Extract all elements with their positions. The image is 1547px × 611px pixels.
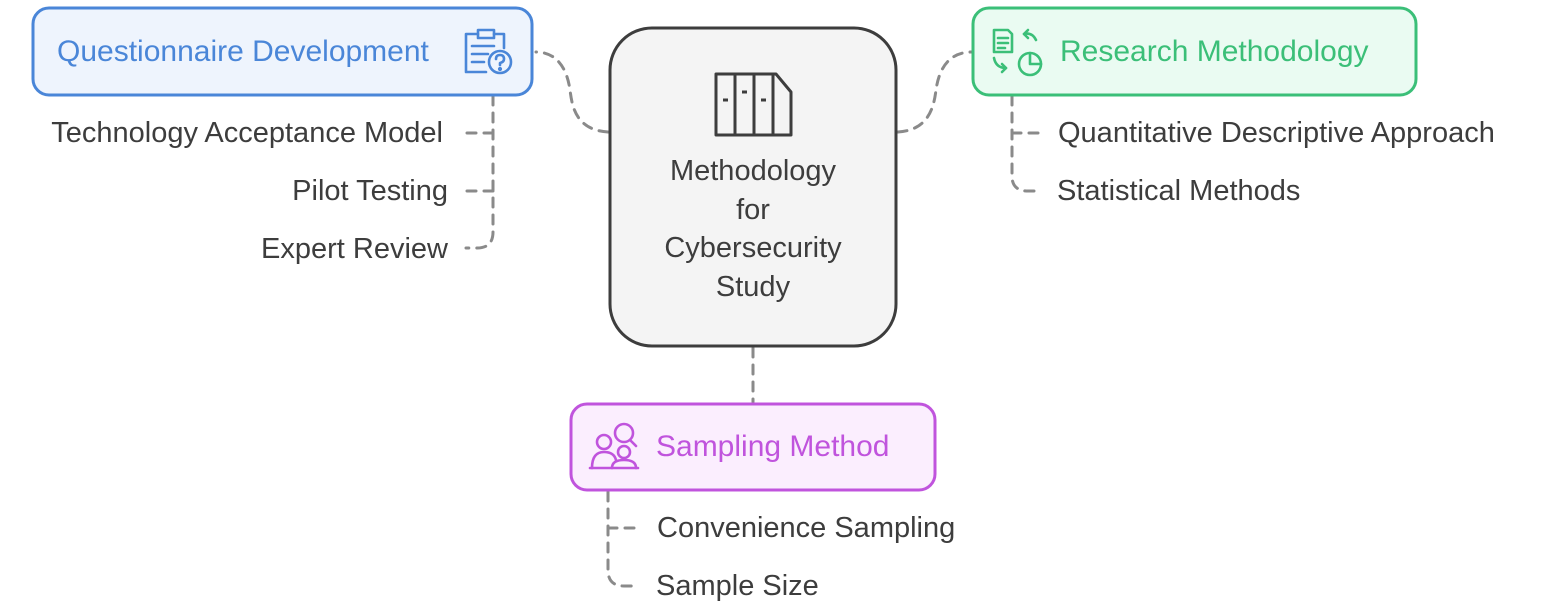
center-title: Methodology for Cybersecurity Study [610,152,896,306]
questionnaire-item: Pilot Testing [292,175,448,207]
research-item: Statistical Methods [1057,175,1301,207]
people-search-icon [588,422,640,470]
research-title: Research Methodology [1060,35,1369,68]
connector-sampling-items [606,490,638,588]
center-title-line: for [736,193,770,226]
connector-questionnaire-items [464,94,495,250]
center-title-line: Cybersecurity [664,232,842,264]
research-item: Quantitative Descriptive Approach [1058,117,1495,149]
clipboard-question-icon [464,28,513,75]
document-columns-icon [714,72,793,137]
center-title-line: Study [715,270,791,303]
questionnaire-title: Questionnaire Development [57,35,429,68]
sampling-title: Sampling Method [656,430,890,463]
questionnaire-item: Technology Acceptance Model [51,117,443,149]
questionnaire-node [31,6,534,97]
questionnaire-item: Expert Review [261,233,448,265]
center-title-line: Methodology [669,155,837,187]
connector-research-items [1010,94,1042,193]
sampling-item: Convenience Sampling [657,512,956,544]
connector-center-research [896,50,974,134]
research-node [971,6,1418,97]
sampling-node [569,402,937,492]
document-chart-cycle-icon [992,28,1043,77]
center-node [608,26,898,348]
sampling-item: Sample Size [656,570,819,602]
connector-center-questionnaire [534,50,610,134]
